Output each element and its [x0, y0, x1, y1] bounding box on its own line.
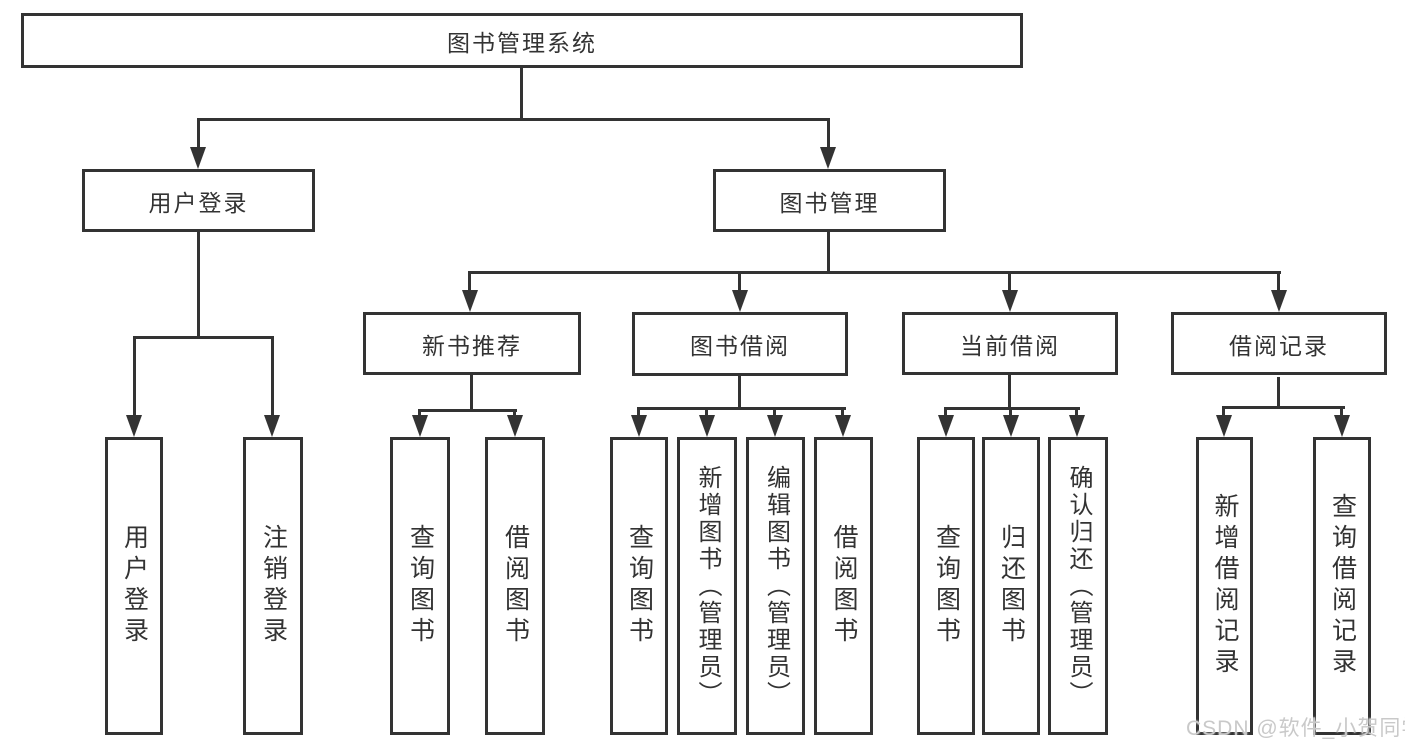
arrow-down-icon — [1216, 415, 1232, 437]
connector-line — [197, 118, 830, 121]
arrow-down-icon — [835, 415, 851, 437]
connector-line — [418, 409, 517, 412]
connector-line — [637, 407, 640, 419]
arrow-down-icon — [1271, 290, 1287, 312]
connector-line — [827, 118, 830, 152]
connector-line — [197, 118, 200, 152]
connector-line — [1340, 406, 1343, 419]
leaf-user-login: 用户登录 — [105, 437, 163, 735]
leaf-borrow-books-borrowing: 借阅图书 — [814, 437, 873, 735]
arrow-down-icon — [1003, 415, 1019, 437]
arrow-down-icon — [507, 415, 523, 437]
arrow-down-icon — [462, 290, 478, 312]
connector-line — [1008, 375, 1011, 410]
watermark-csdn: CSDN @软件_小贺同学 — [1186, 717, 1405, 740]
arrow-down-icon — [190, 147, 206, 169]
connector-line — [827, 232, 830, 274]
connector-line — [1009, 407, 1012, 419]
arrow-down-icon — [767, 415, 783, 437]
arrow-down-icon — [412, 415, 428, 437]
connector-line — [841, 407, 844, 419]
arrow-down-icon — [699, 415, 715, 437]
arrow-down-icon — [732, 290, 748, 312]
node-root-system: 图书管理系统 — [21, 13, 1023, 68]
connector-line — [944, 407, 947, 419]
node-user-login: 用户登录 — [82, 169, 315, 232]
leaf-return-books: 归还图书 — [982, 437, 1040, 735]
leaf-add-books-admin: 新增图书（管理员） — [677, 437, 737, 735]
connector-line — [271, 336, 274, 419]
connector-line — [637, 407, 846, 410]
connector-line — [1222, 406, 1345, 409]
arrow-down-icon — [1002, 290, 1018, 312]
arrow-down-icon — [126, 415, 142, 437]
connector-line — [705, 407, 708, 419]
connector-line — [738, 271, 741, 296]
leaf-logout: 注销登录 — [243, 437, 303, 735]
connector-line — [470, 375, 473, 412]
leaf-borrow-books-recommend: 借阅图书 — [485, 437, 545, 735]
leaf-query-books-current: 查询图书 — [917, 437, 975, 735]
connector-line — [738, 376, 741, 410]
node-book-management: 图书管理 — [713, 169, 946, 232]
node-current-borrowing: 当前借阅 — [902, 312, 1118, 375]
connector-line — [197, 232, 200, 339]
connector-line — [133, 336, 136, 419]
arrow-down-icon — [1334, 415, 1350, 437]
connector-line — [1277, 377, 1280, 409]
arrow-down-icon — [938, 415, 954, 437]
connector-line — [1222, 406, 1225, 419]
connector-line — [1008, 271, 1011, 296]
arrow-down-icon — [631, 415, 647, 437]
arrow-down-icon — [264, 415, 280, 437]
leaf-confirm-return-admin: 确认归还（管理员） — [1048, 437, 1108, 735]
node-borrowing-records: 借阅记录 — [1171, 312, 1387, 375]
leaf-query-books-recommend: 查询图书 — [390, 437, 450, 735]
connector-line — [468, 271, 1281, 274]
connector-line — [944, 407, 1080, 410]
node-new-book-recommend: 新书推荐 — [363, 312, 581, 375]
connector-line — [520, 68, 523, 118]
leaf-query-borrow-record: 查询借阅记录 — [1313, 437, 1371, 735]
connector-line — [1075, 407, 1078, 419]
connector-line — [133, 336, 274, 339]
connector-line — [468, 271, 471, 296]
leaf-query-books-borrowing: 查询图书 — [610, 437, 668, 735]
node-book-borrowing: 图书借阅 — [632, 312, 848, 376]
connector-line — [773, 407, 776, 419]
leaf-add-borrow-record: 新增借阅记录 — [1196, 437, 1253, 735]
arrow-down-icon — [1069, 415, 1085, 437]
leaf-edit-books-admin: 编辑图书（管理员） — [746, 437, 805, 735]
connector-line — [1277, 271, 1280, 296]
arrow-down-icon — [820, 147, 836, 169]
